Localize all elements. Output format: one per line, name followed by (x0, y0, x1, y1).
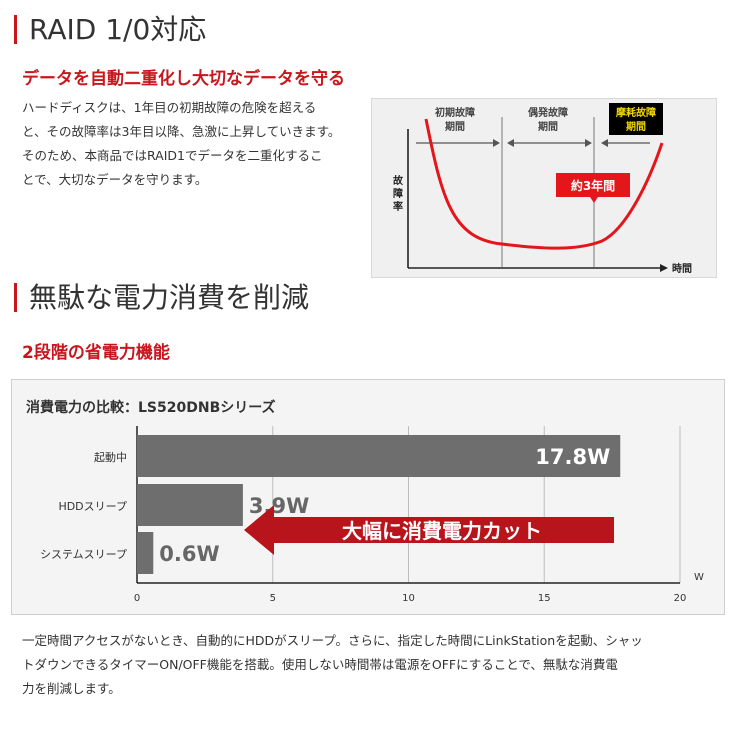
x-tick-label: 20 (674, 593, 687, 604)
section-title-power: 無駄な電力消費を削減 (14, 283, 309, 312)
bar (137, 484, 243, 526)
bar-value-label: 3.9W (249, 494, 309, 518)
raid-description-line: と、その故障率は3年目以降、急激に上昇していきます。 (22, 124, 341, 139)
raid-description-line: そのため、本商品ではRAID1でデータを二重化するこ (22, 148, 323, 163)
chart-title: 消費電力の比較：LS520DNBシリーズ (26, 399, 276, 416)
bar (137, 532, 154, 574)
failure-rate-diagram: 初期故障 期間 偶発故障 期間 摩耗故障 期間 時間 故 障 率 約3年間 (371, 98, 717, 278)
power-description-line: トダウンできるタイマーON/OFF機能を搭載。使用しない時間帯は電源をOFFにす… (22, 657, 618, 672)
x-tick-label: 15 (538, 593, 551, 604)
period-label-random-2: 期間 (538, 120, 558, 133)
bar (137, 435, 621, 477)
reduction-arrow-label: 大幅に消費電力カット (342, 519, 542, 543)
section-subtitle-power: 2段階の省電力機能 (22, 343, 170, 363)
three-year-badge (556, 173, 630, 197)
period-label-early: 初期故障 (435, 106, 475, 119)
reduction-arrow (244, 505, 614, 555)
raid-description: ハードディスクは、1年目の初期故障の危険を超える と、その故障率は3年目以降、急… (22, 96, 367, 192)
power-description-line: 力を削減します。 (22, 681, 121, 696)
bathtub-curve-svg: 初期故障 期間 偶発故障 期間 摩耗故障 期間 時間 故 障 率 約3年間 (393, 103, 692, 275)
bar-value-label: 17.8W (535, 445, 610, 469)
x-axis-label: 時間 (672, 262, 692, 275)
bathtub-curve (424, 118, 664, 250)
period-arrows (416, 139, 650, 147)
chart-annotation: 大幅に消費電力カット (244, 505, 614, 555)
bar-value-label: 0.6W (159, 542, 219, 566)
three-year-badge-pointer (590, 197, 598, 203)
y-tick-label: HDDスリープ (58, 500, 127, 513)
x-tick-label: 10 (402, 593, 415, 604)
section-subtitle-raid: データを自動二重化し大切なデータを守る (22, 69, 345, 89)
three-year-badge-label: 約3年間 (571, 178, 615, 193)
x-axis-arrow (660, 264, 668, 272)
power-description-line: 一定時間アクセスがないとき、自動的にHDDがスリープ。さらに、指定した時間にLi… (22, 633, 643, 648)
x-axis-unit: W (694, 572, 704, 583)
x-tick-label: 0 (134, 593, 140, 604)
period-label-early-2: 期間 (445, 120, 465, 133)
x-tick-label: 5 (270, 593, 276, 604)
power-comparison-panel: 消費電力の比較：LS520DNBシリーズ 17.8W 3.9W 0.6W 0 5 10 1… (11, 379, 725, 615)
period-label-random: 偶発故障 (527, 106, 568, 119)
raid-description-line: ハードディスクは、1年目の初期故障の危険を超える (22, 100, 317, 115)
chart-bars: 17.8W 3.9W 0.6W (137, 435, 621, 574)
power-chart-svg: 消費電力の比較：LS520DNBシリーズ 17.8W 3.9W 0.6W 0 5 10 1… (26, 399, 704, 604)
period-label-wearout: 摩耗故障 (616, 106, 656, 119)
raid-description-line: とで、大切なデータを守ります。 (22, 172, 208, 187)
period-label-wearout-2: 期間 (626, 120, 646, 133)
section-title-raid: RAID 1/0対応 (14, 15, 206, 44)
wearout-label-bg (609, 103, 663, 135)
y-axis-label: 障 (393, 187, 403, 200)
power-description: 一定時間アクセスがないとき、自動的にHDDがスリープ。さらに、指定した時間にLi… (22, 629, 722, 701)
y-tick-label: システムスリープ (40, 548, 127, 561)
y-axis-label: 故 (393, 174, 404, 187)
y-axis-label: 率 (393, 200, 403, 213)
y-tick-label: 起動中 (94, 450, 127, 464)
